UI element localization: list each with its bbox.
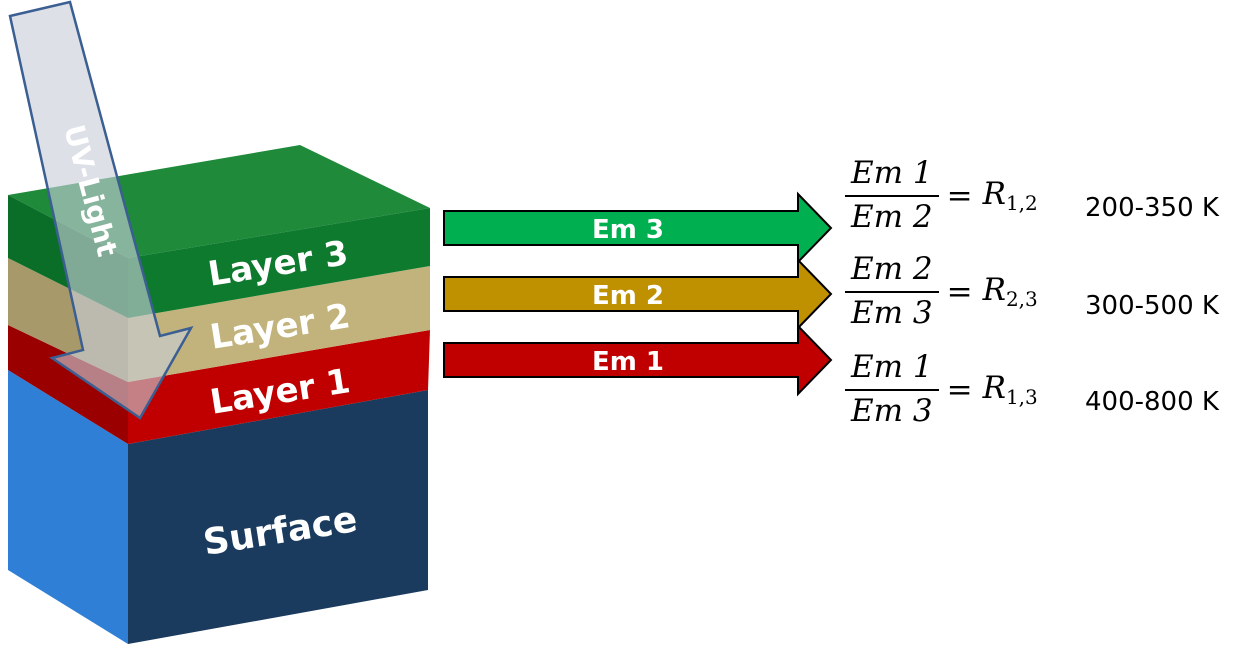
layer1-side-face <box>8 325 128 444</box>
fraction-numerator: Em 1 <box>851 155 933 191</box>
surface-side-face <box>8 370 128 644</box>
em3-label: Em 3 <box>592 215 664 245</box>
layer2-front-face <box>128 266 430 382</box>
fraction-denominator: Em 2 <box>845 194 939 236</box>
fraction-numerator: Em 2 <box>851 251 933 287</box>
em1-label: Em 1 <box>592 347 664 377</box>
ratio-fraction: Em 2 Em 3 <box>845 251 939 332</box>
em3-arrow <box>443 191 833 265</box>
em2-arrow <box>443 257 833 331</box>
em1-arrow <box>443 323 833 397</box>
ratio-symbol: R2,3 <box>982 272 1038 312</box>
surface-front-face <box>128 390 428 644</box>
equals-sign: = <box>946 273 973 310</box>
fraction-denominator: Em 3 <box>845 388 939 430</box>
layer3-front-face <box>128 208 430 318</box>
ratio-equation-2-3: Em 2 Em 3 = R2,3 <box>845 251 1038 332</box>
equals-sign: = <box>946 371 973 408</box>
ratio-fraction: Em 1 Em 2 <box>845 155 939 236</box>
layer1-front-face <box>128 330 430 444</box>
equals-sign: = <box>946 177 973 214</box>
temperature-range-1-3: 400-800 K <box>1085 387 1219 417</box>
fraction-denominator: Em 3 <box>845 290 939 332</box>
uv-light-arrow <box>8 0 194 420</box>
em2-label: Em 2 <box>592 281 664 311</box>
ratio-equation-1-2: Em 1 Em 2 = R1,2 <box>845 155 1038 236</box>
ratio-symbol: R1,2 <box>982 176 1038 216</box>
ratio-equation-1-3: Em 1 Em 3 = R1,3 <box>845 349 1038 430</box>
ratio-symbol: R1,3 <box>982 370 1038 410</box>
temperature-range-2-3: 300-500 K <box>1085 291 1219 321</box>
ratio-fraction: Em 1 Em 3 <box>845 349 939 430</box>
temperature-range-1-2: 200-350 K <box>1085 193 1219 223</box>
fraction-numerator: Em 1 <box>851 349 933 385</box>
